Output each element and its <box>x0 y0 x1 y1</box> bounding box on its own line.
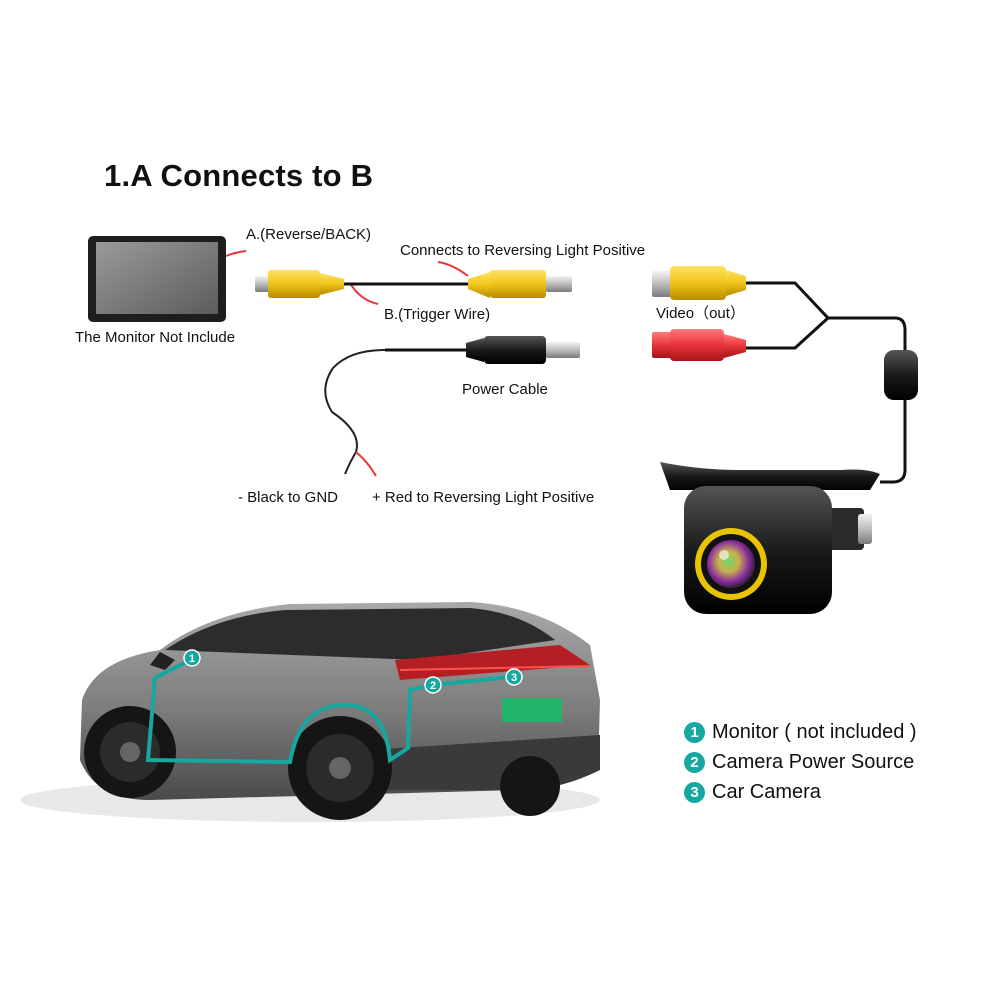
video-out-cable <box>652 266 918 484</box>
monitor-icon <box>88 236 226 322</box>
wiring-route <box>145 658 513 765</box>
legend-label: Monitor ( not included ) <box>712 720 917 743</box>
car-marker-3: 3 <box>505 668 523 686</box>
red-positive-label: + Red to Reversing Light Positive <box>372 489 595 506</box>
legend-item-monitor: 1 Monitor ( not included ) <box>684 717 917 747</box>
legend: 1 Monitor ( not included ) 2 Camera Powe… <box>684 717 917 807</box>
legend-item-car-camera: 3 Car Camera <box>684 777 917 807</box>
trigger-pointer <box>349 282 379 305</box>
power-cable-label: Power Cable <box>462 381 548 398</box>
legend-label: Car Camera <box>712 780 821 803</box>
svg-text:2: 2 <box>430 680 436 692</box>
car-illustration <box>20 602 600 822</box>
black-gnd-label: - Black to GND <box>238 489 339 506</box>
car-marker-2: 2 <box>424 676 442 694</box>
svg-text:1: 1 <box>189 653 195 665</box>
reverse-label: A.(Reverse/BACK) <box>246 226 372 243</box>
legend-number: 1 <box>684 721 705 743</box>
legend-item-power-source: 2 Camera Power Source <box>684 747 917 777</box>
rca-extension-cable <box>255 270 572 298</box>
svg-text:3: 3 <box>511 672 517 684</box>
video-out-label: Video（out） <box>656 305 745 322</box>
legend-number: 2 <box>684 751 705 773</box>
trigger-label: B.(Trigger Wire) <box>384 306 491 323</box>
legend-number: 3 <box>684 781 705 803</box>
connects-label: Connects to Reversing Light Positive <box>400 242 646 259</box>
power-cable <box>324 336 580 477</box>
car-camera-icon <box>660 462 880 614</box>
car-marker-1: 1 <box>183 649 201 667</box>
legend-label: Camera Power Source <box>712 750 915 773</box>
reverse-pointer <box>225 250 247 257</box>
page-title: 1.A Connects to B <box>104 158 374 193</box>
monitor-label: The Monitor Not Include <box>75 329 236 346</box>
connects-pointer <box>437 261 469 277</box>
